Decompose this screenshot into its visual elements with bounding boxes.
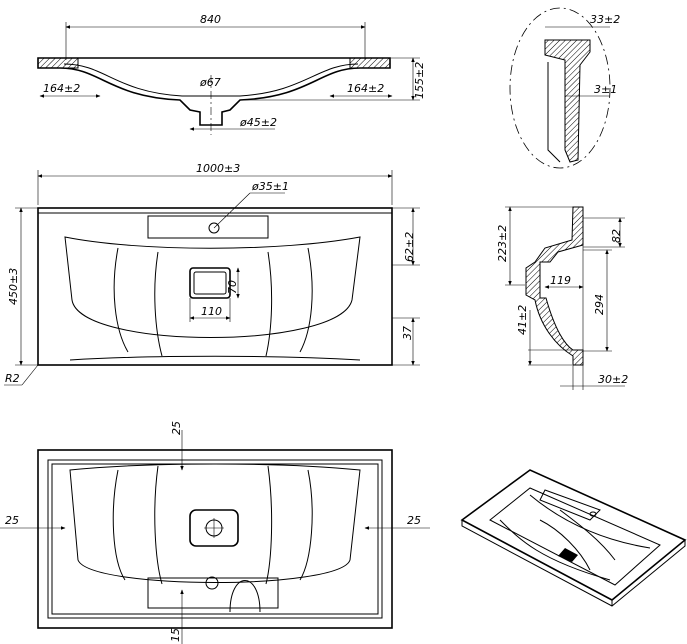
front-edge-label: 37	[401, 326, 414, 340]
bottom-right-margin-label: 25	[407, 514, 421, 527]
top-section-view: 840 164±2 164±2 155±2 ø67 ø45±2	[37, 13, 426, 135]
tap-offset-label: 62±2	[403, 232, 416, 262]
outlet-diameter-label: ø45±2	[239, 116, 277, 129]
radius-label: R2	[5, 372, 20, 385]
side-height-label: 223±2	[496, 225, 509, 262]
detail-view: 33±2 3±1	[509, 7, 620, 169]
edge-label: 30±2	[598, 373, 628, 386]
bowl-label: 294	[593, 294, 606, 315]
bottom-bottom-margin-label: 15	[169, 628, 182, 642]
right-offset-label: 164±2	[347, 82, 384, 95]
overflow-height-label: 70	[226, 280, 239, 294]
width-840-label: 840	[200, 13, 221, 26]
front-view: 1000±3 ø35±1 62±2 37 450±3 70 110 R2	[4, 162, 420, 386]
side-section-view: 223±2 82 119 294 41±2 30±2	[496, 206, 628, 390]
left-offset-label: 164±2	[43, 82, 80, 95]
overflow-width-label: 110	[201, 305, 222, 318]
rim-label: 82	[610, 229, 623, 243]
drain-depth-label: 119	[550, 274, 571, 287]
detail-gap-label: 3±1	[594, 83, 617, 96]
isometric-view	[460, 469, 687, 607]
bottom-left-margin-label: 25	[5, 514, 19, 527]
bottom-view: 25 25 25 15	[0, 421, 430, 644]
height-155-label: 155±2	[413, 62, 426, 99]
detail-thickness-label: 33±2	[590, 13, 620, 26]
tap-hole-label: ø35±1	[251, 180, 289, 193]
depth-450-label: 450±3	[7, 268, 20, 305]
bottom-label: 41±2	[516, 305, 529, 335]
drain-diameter-label: ø67	[199, 76, 221, 89]
bottom-top-margin-label: 25	[170, 421, 183, 435]
front-width-label: 1000±3	[196, 162, 240, 175]
